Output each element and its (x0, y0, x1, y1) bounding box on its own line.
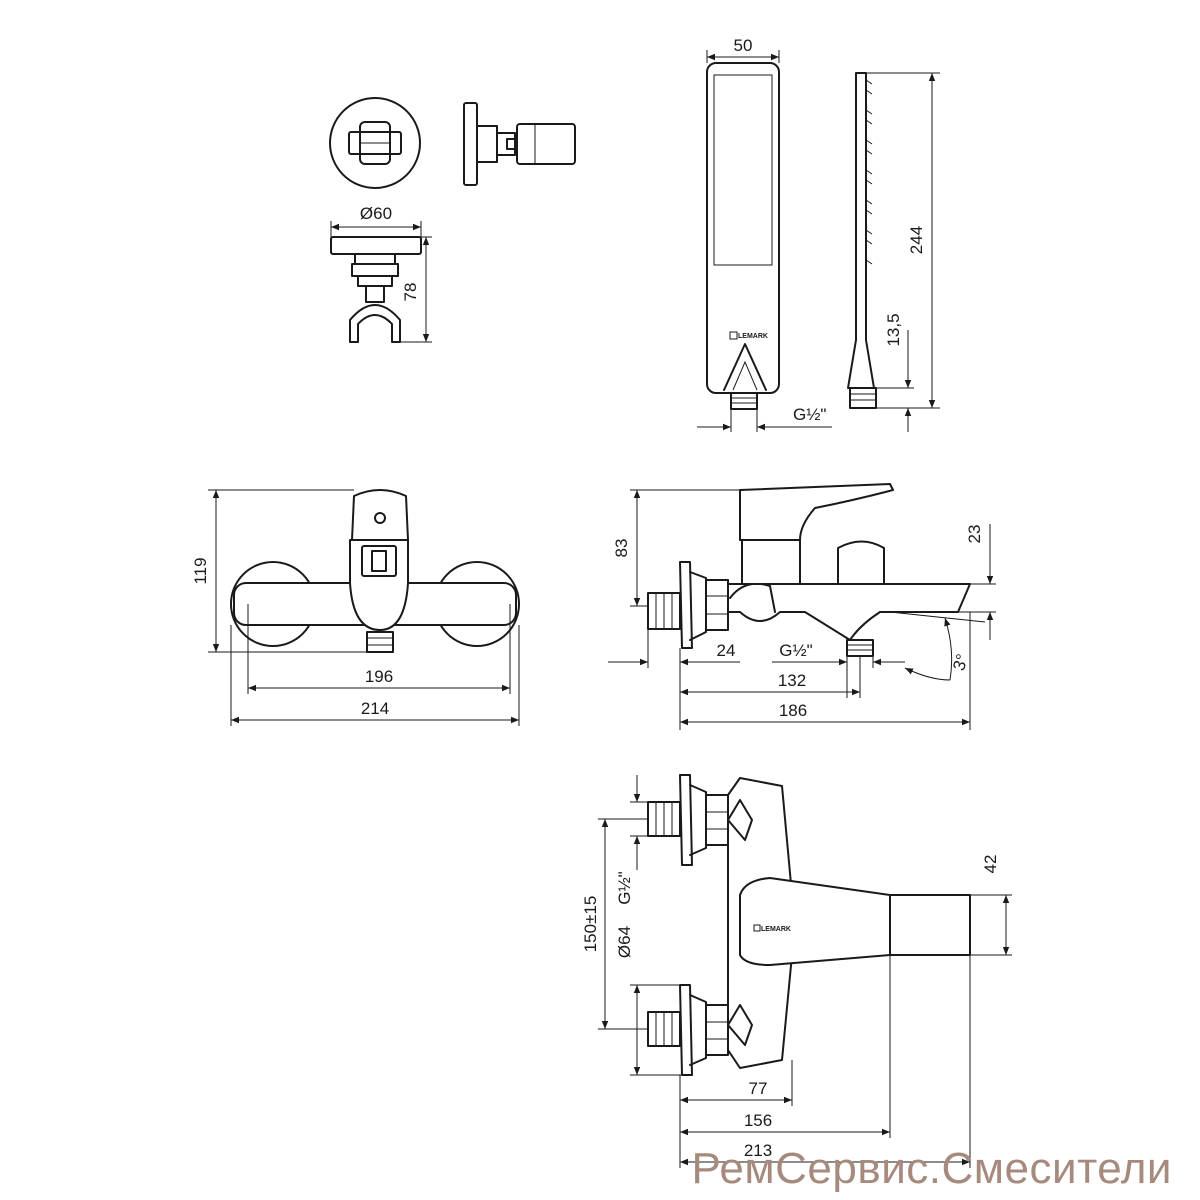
top-spout-width-label: 42 (981, 855, 1000, 874)
mixer-side-view: 83 23 24 G½" 3° 132 186 (608, 483, 996, 730)
hand-shower-thread-label: G½" (793, 405, 826, 424)
side-angle-label: 3° (949, 652, 972, 673)
top-inlet-thread-label: G½" (615, 871, 634, 904)
side-spout-height-label: 23 (965, 525, 984, 544)
side-inlet-offset-label: 24 (717, 641, 736, 660)
top-view-brand: LEMARK (761, 926, 791, 933)
side-outlet-distance-label: 132 (778, 671, 806, 690)
mixer-top-view: LEMARK 150±15 G½" Ø64 42 77 156 213 (581, 774, 1012, 1168)
side-outlet-thread-label: G½" (779, 641, 812, 660)
holder-bottom-view: Ø60 78 (330, 204, 432, 343)
front-total-width-label: 214 (361, 699, 389, 718)
top-spout-start-label: 156 (744, 1111, 772, 1130)
top-total-depth-label: 213 (744, 1141, 772, 1160)
side-total-depth-label: 186 (779, 701, 807, 720)
mixer-front-view: 119 196 214 (191, 489, 520, 726)
side-body-height-label: 83 (612, 539, 631, 558)
hand-shower-width-label: 50 (734, 36, 753, 55)
top-flange-label: Ø64 (615, 926, 634, 958)
hand-shower-thickness-label: 13,5 (884, 313, 903, 346)
hand-shower-front-view: LEMARK 50 G½" (697, 36, 832, 432)
holder-side-view (463, 102, 576, 186)
top-centers-label: 150±15 (581, 896, 600, 953)
front-center-spacing-label: 196 (365, 667, 393, 686)
front-height-label: 119 (191, 557, 210, 584)
watermark: РемСервис.Смесители (691, 1144, 1172, 1193)
hand-shower-side-view: 244 13,5 (847, 72, 940, 432)
holder-diameter-label: Ø60 (360, 204, 392, 223)
holder-height-label: 78 (401, 283, 420, 302)
hand-shower-length-label: 244 (907, 226, 926, 254)
hand-shower-brand: LEMARK (738, 333, 768, 340)
holder-front-view (329, 97, 421, 189)
top-handle-depth-label: 77 (749, 1079, 768, 1098)
